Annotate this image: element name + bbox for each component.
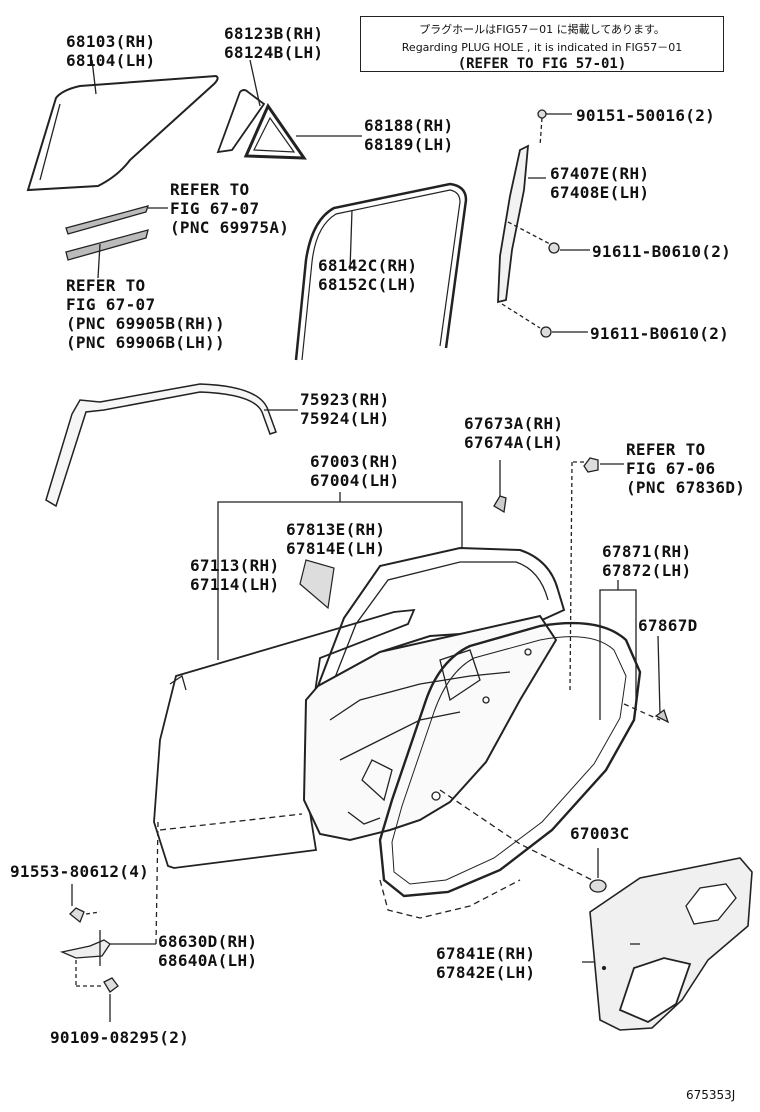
- part-67813e[interactable]: 67813E(RH)67814E(LH): [286, 520, 386, 558]
- note-refer: (REFER TO FIG 57-01): [457, 56, 627, 72]
- part-68630d[interactable]: 68630D(RH)68640A(LH): [158, 932, 258, 970]
- part-68142c[interactable]: 68142C(RH)68152C(LH): [318, 256, 418, 294]
- part-67841e[interactable]: 67841E(RH)67842E(LH): [436, 944, 536, 982]
- door-glass-run: [294, 182, 468, 361]
- part-67003c[interactable]: 67003C: [570, 824, 630, 843]
- part-67113[interactable]: 67113(RH)67114(LH): [190, 556, 280, 594]
- quarter-glass: [26, 59, 219, 192]
- part-67867d[interactable]: 67867D: [638, 616, 698, 635]
- part-67003[interactable]: 67003(RH)67004(LH): [310, 452, 400, 490]
- part-91611-b[interactable]: 91611-B0610(2): [590, 324, 730, 343]
- note-en: Regarding PLUG HOLE , it is indicated in…: [401, 41, 683, 54]
- part-67871[interactable]: 67871(RH)67872(LH): [602, 542, 692, 580]
- plug-hole-note: プラグホールはFIG57－01 に掲載してあります。 Regarding PLU…: [360, 16, 724, 72]
- door-clip: [493, 457, 624, 691]
- window-seal-triangle: [243, 102, 362, 160]
- door-trim-panel: [589, 857, 753, 1031]
- note-jp: プラグホールはFIG57－01 に掲載してあります。: [419, 23, 665, 36]
- door-weatherstrip: [378, 621, 670, 919]
- part-67673a[interactable]: 67673A(RH)67674A(LH): [464, 414, 564, 452]
- part-67407e[interactable]: 67407E(RH)67408E(LH): [550, 164, 650, 202]
- rear-run-channel: [497, 109, 590, 338]
- leader-lines: [217, 492, 661, 963]
- door-hinge: [59, 821, 159, 1022]
- door-frame-moulding: [45, 383, 298, 508]
- part-90151[interactable]: 90151-50016(2): [576, 106, 716, 125]
- belt-weatherstrips: [65, 205, 168, 279]
- part-90109[interactable]: 90109-08295(2): [50, 1028, 190, 1047]
- outer-door-panel: [153, 559, 416, 869]
- inner-door-frame: [302, 546, 566, 842]
- small-window-glass: [216, 59, 266, 154]
- part-68188[interactable]: 68188(RH)68189(LH): [364, 116, 454, 154]
- part-68103[interactable]: 68103(RH)68104(LH): [66, 32, 156, 70]
- part-68123b[interactable]: 68123B(RH)68124B(LH): [224, 24, 324, 62]
- figure-id: 675353J: [686, 1088, 736, 1102]
- part-91611-a[interactable]: 91611-B0610(2): [592, 242, 732, 261]
- part-75923[interactable]: 75923(RH)75924(LH): [300, 390, 390, 428]
- hole-plug: [589, 879, 607, 893]
- part-91553[interactable]: 91553-80612(4): [10, 862, 150, 881]
